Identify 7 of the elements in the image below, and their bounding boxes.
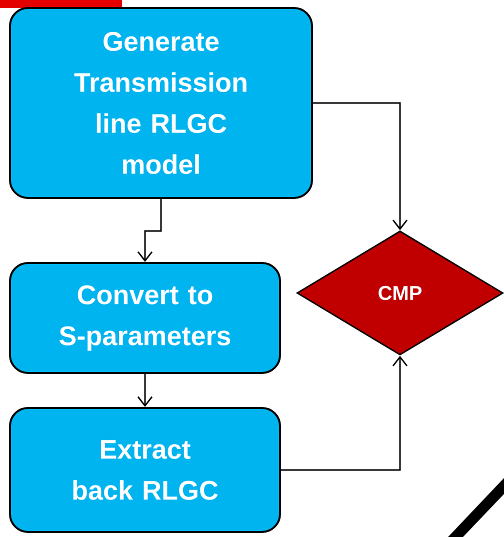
arrow (281, 356, 408, 471)
arrow (313, 102, 408, 230)
process-box: Extract back RLGC (9, 407, 281, 533)
arrow (137, 199, 162, 262)
process-box: Generate Transmission line RLGC model (9, 7, 313, 199)
process-box: Convert to S-parameters (9, 262, 281, 374)
arrow (137, 374, 153, 407)
